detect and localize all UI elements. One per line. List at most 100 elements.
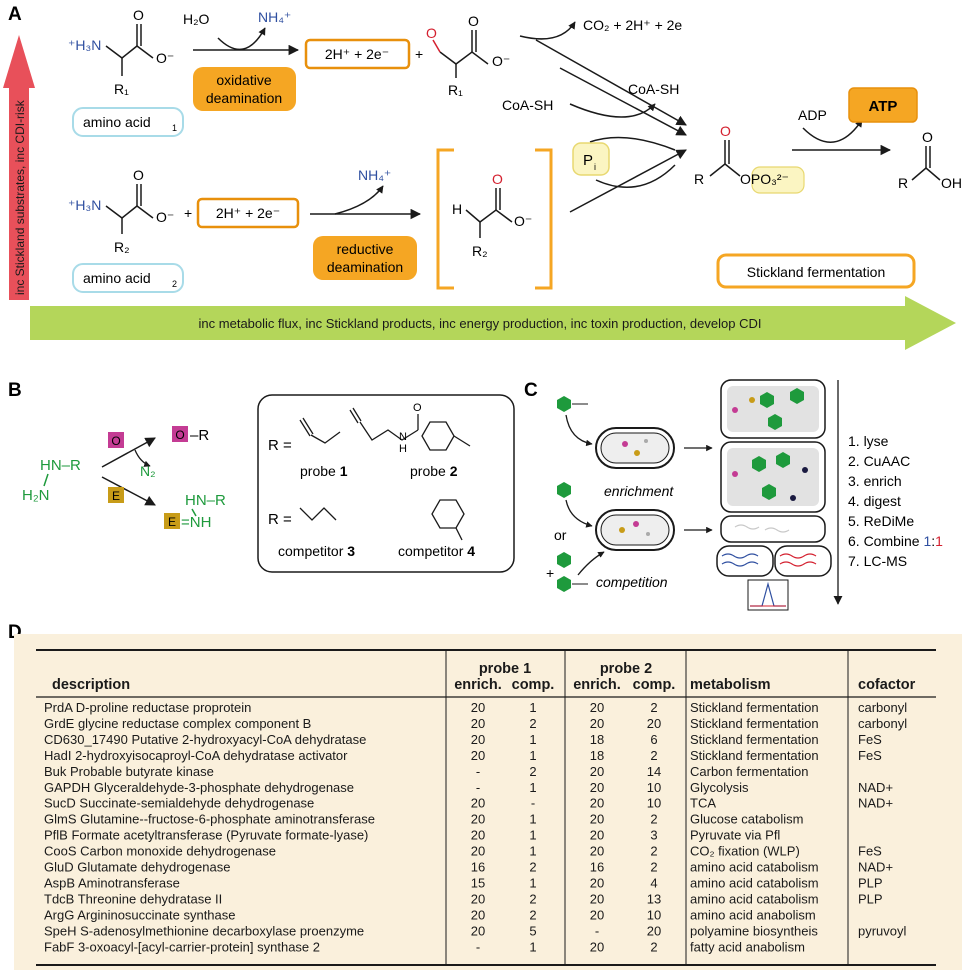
cell-probe2-comp: 4 — [650, 875, 657, 890]
panel-b: B HN–R H₂N O E N₂ O –R HN–R E =NH R = R … — [8, 380, 515, 573]
workflow-stack — [716, 379, 832, 611]
acyl-r: R — [694, 171, 704, 187]
reductive-deamination-box — [313, 236, 417, 280]
o-box-arrow-label: O — [111, 434, 120, 448]
keto-o-red: O — [426, 25, 437, 41]
horizontal-green-arrow: inc metabolic flux, inc Stickland produc… — [30, 296, 956, 350]
cell-probe1-enrich: 20 — [471, 732, 485, 747]
cell-probe1-comp: 2 — [529, 716, 536, 731]
probe-1-structure — [299, 417, 341, 444]
ammonium-bottom: NH₄⁺ — [358, 167, 391, 183]
cell-probe1-comp: 2 — [529, 860, 536, 875]
cell-probe1-enrich: 20 — [471, 812, 485, 827]
amino-acid-1-structure: ⁺H₃N O O⁻ R₁ — [68, 7, 174, 97]
cell-probe1-comp: 2 — [529, 891, 536, 906]
amino-acid-2-structure: ⁺H₃N O O⁻ R₂ — [68, 167, 174, 255]
atp-label: ATP — [869, 98, 898, 115]
ammonium-top: NH₄⁺ — [258, 9, 291, 25]
adp-label: ADP — [798, 107, 827, 123]
cell-cofactor: NAD+ — [858, 796, 893, 811]
pi-box — [572, 142, 610, 176]
cell-probe1-comp: 5 — [529, 923, 536, 938]
cell-probe1-enrich: 20 — [471, 796, 485, 811]
table-row: SpeH S-adenosylmethionine decarboxylase … — [44, 923, 907, 938]
cell-description: GlmS Glutamine--fructose-6-phosphate ami… — [44, 812, 375, 827]
plus-c: + — [546, 565, 554, 581]
reduced-o-minus: O⁻ — [514, 213, 532, 229]
step-5: 5. ReDiMe — [848, 513, 914, 529]
cell-probe2-enrich: 20 — [590, 891, 604, 906]
cell-probe2-enrich: 20 — [590, 828, 604, 843]
coash-right: CoA-SH — [628, 81, 679, 97]
atp-box — [848, 87, 918, 123]
competition-label: competition — [596, 574, 668, 590]
cell-probe1-comp: 1 — [529, 700, 536, 715]
table-row: SucD Succinate-semialdehyde dehydrogenas… — [44, 796, 893, 811]
cell-probe2-comp: 10 — [647, 907, 661, 922]
coash-left: CoA-SH — [502, 97, 553, 113]
keto-o-minus: O⁻ — [492, 53, 510, 69]
cell-probe2-enrich: 18 — [590, 732, 604, 747]
electrons-top-label: 2H⁺ + 2e⁻ — [325, 46, 389, 62]
electrons-box-bottom — [196, 197, 300, 229]
amino-n-1: ⁺H₃N — [68, 37, 101, 53]
cell-probe2-comp: 2 — [650, 748, 657, 763]
cell-probe2-enrich: 20 — [590, 812, 604, 827]
cell-probe2-comp: 13 — [647, 891, 661, 906]
step-1: 1. lyse — [848, 433, 889, 449]
cell-probe1-comp: 2 — [529, 907, 536, 922]
oxidative-deamination-label: deamination — [206, 90, 282, 106]
amino-acid-1-sub: 1 — [172, 123, 177, 133]
table-row: HadI 2-hydroxyisocaproyl-CoA dehydratase… — [44, 748, 882, 763]
cell-probe2-enrich: 20 — [590, 875, 604, 890]
reduced-r2: R₂ — [472, 243, 488, 259]
step-2: 2. CuAAC — [848, 453, 910, 469]
e-box-arrow-label: E — [112, 489, 120, 503]
cell-probe1-comp: 1 — [529, 732, 536, 747]
cell-probe2-comp: 2 — [650, 939, 657, 954]
cell-cofactor: FeS — [858, 844, 882, 859]
hydrazine-h2n: H₂N — [22, 487, 50, 504]
step-7: 7. LC-MS — [848, 553, 907, 569]
probe-hexagon-1 — [557, 396, 588, 412]
cell-metabolism: Pyruvate via Pfl — [690, 828, 780, 843]
cell-cofactor: PLP — [858, 875, 883, 890]
reduced-o-red: O — [492, 171, 503, 187]
cell-description: CD630_17490 Putative 2-hydroxyacyl-CoA d… — [44, 732, 366, 747]
r-equals-1: R = — [268, 437, 292, 454]
e-box-arrow — [108, 487, 124, 503]
cell-probe1-enrich: 20 — [471, 923, 485, 938]
cell-probe2-comp: 10 — [647, 780, 661, 795]
cell-cofactor: FeS — [858, 748, 882, 763]
competitor-4-label: competitor 4 — [398, 543, 475, 559]
cell-metabolism: Glucose catabolism — [690, 812, 803, 827]
acid-r: R — [898, 175, 908, 191]
competitor-3-structure — [299, 507, 337, 521]
table-background — [14, 634, 962, 970]
acyl-phosphate: R O OPO₃²⁻ — [694, 123, 805, 194]
table-row: GAPDH Glyceraldehyde-3-phosphate dehydro… — [44, 780, 893, 795]
cell-probe2-comp: 6 — [650, 732, 657, 747]
cell-metabolism: polyamine biosyntheis — [690, 923, 818, 938]
cell-metabolism: fatty acid anabolism — [690, 939, 805, 954]
amino2-r2: R₂ — [114, 239, 130, 255]
cell-probe1-comp: 1 — [529, 748, 536, 763]
cell-description: GrdE glycine reductase complex component… — [44, 716, 311, 731]
or-label: or — [554, 527, 567, 543]
cell-metabolism: Carbon fermentation — [690, 764, 809, 779]
reductive-label: reductive — [337, 241, 394, 257]
plus-top: + — [415, 46, 423, 62]
competitor-3-label: competitor 3 — [278, 543, 355, 559]
water-label: H₂O — [183, 11, 210, 27]
competitor-hexagon — [557, 482, 571, 498]
amino2-o-minus: O⁻ — [156, 209, 174, 225]
panel-d: D description probe 1 probe 2 enrich. co… — [8, 622, 962, 970]
cell-metabolism: Stickland fermentation — [690, 732, 819, 747]
cell-metabolism: amino acid catabolism — [690, 875, 819, 890]
amino-n-2: ⁺H₃N — [68, 197, 101, 213]
cell-cofactor: carbonyl — [858, 700, 907, 715]
